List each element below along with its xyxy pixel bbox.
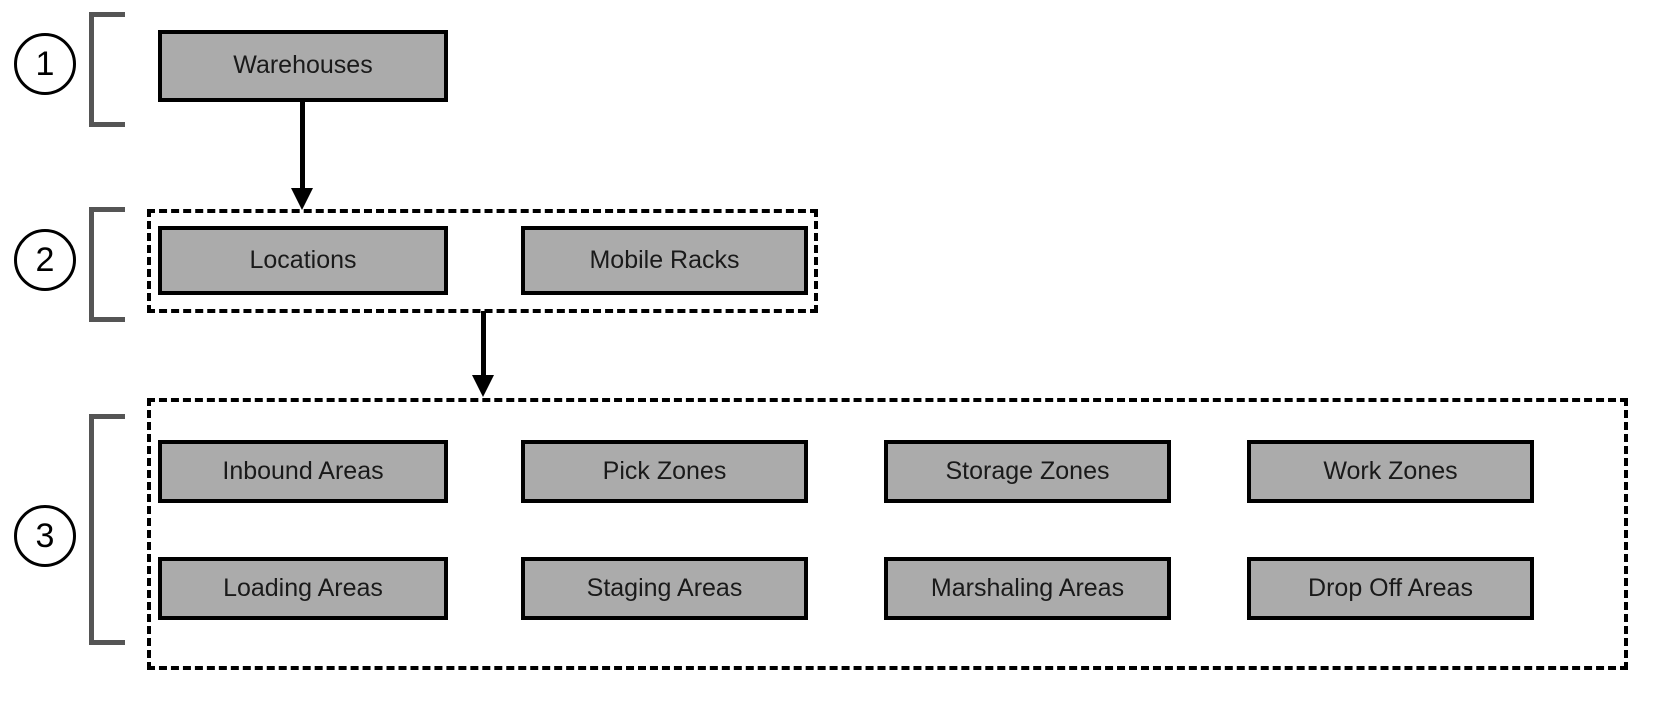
connector-locations-to-areas-arrowhead bbox=[472, 375, 494, 397]
node-loading-areas[interactable]: Loading Areas bbox=[158, 557, 448, 620]
node-warehouses-label: Warehouses bbox=[233, 51, 373, 80]
node-storage-zones[interactable]: Storage Zones bbox=[884, 440, 1171, 503]
node-staging-areas[interactable]: Staging Areas bbox=[521, 557, 808, 620]
level-marker-3-label: 3 bbox=[35, 517, 55, 555]
level-marker-2: 2 bbox=[14, 229, 76, 291]
level-marker-1: 1 bbox=[14, 33, 76, 95]
level-bracket-2 bbox=[89, 207, 125, 322]
node-locations-label: Locations bbox=[249, 245, 357, 274]
level-bracket-1 bbox=[89, 12, 125, 127]
node-pick-zones[interactable]: Pick Zones bbox=[521, 440, 808, 503]
node-work-zones[interactable]: Work Zones bbox=[1247, 440, 1534, 503]
node-inbound-areas-label: Inbound Areas bbox=[222, 456, 384, 485]
node-pick-zones-label: Pick Zones bbox=[602, 456, 727, 485]
node-drop-off-areas[interactable]: Drop Off Areas bbox=[1247, 557, 1534, 620]
node-staging-areas-label: Staging Areas bbox=[586, 573, 743, 602]
node-loading-areas-label: Loading Areas bbox=[223, 573, 383, 602]
connector-warehouses-to-locations-arrowhead bbox=[291, 188, 313, 210]
level-bracket-3 bbox=[89, 414, 125, 645]
node-marshaling-areas-label: Marshaling Areas bbox=[930, 573, 1125, 602]
connector-locations-to-areas-line bbox=[481, 311, 486, 389]
node-storage-zones-label: Storage Zones bbox=[945, 456, 1110, 485]
level-marker-2-label: 2 bbox=[35, 241, 55, 279]
node-drop-off-areas-label: Drop Off Areas bbox=[1308, 573, 1473, 602]
node-marshaling-areas[interactable]: Marshaling Areas bbox=[884, 557, 1171, 620]
node-inbound-areas[interactable]: Inbound Areas bbox=[158, 440, 448, 503]
node-work-zones-label: Work Zones bbox=[1323, 456, 1458, 485]
level-marker-1-label: 1 bbox=[35, 45, 55, 83]
node-warehouses[interactable]: Warehouses bbox=[158, 30, 448, 102]
connector-warehouses-to-locations-line bbox=[300, 102, 305, 192]
node-locations[interactable]: Locations bbox=[158, 226, 448, 295]
level-marker-3: 3 bbox=[14, 505, 76, 567]
node-mobile-racks-label: Mobile Racks bbox=[589, 245, 740, 274]
node-mobile-racks[interactable]: Mobile Racks bbox=[521, 226, 808, 295]
group-level-3 bbox=[147, 398, 1628, 670]
